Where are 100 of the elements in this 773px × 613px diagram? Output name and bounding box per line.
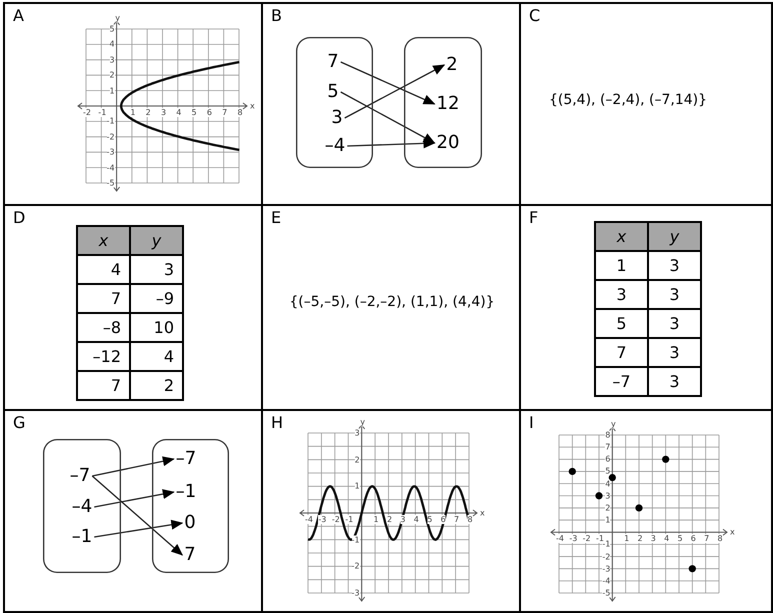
axis-label: x (480, 508, 485, 518)
tick-label: -2 (582, 534, 591, 544)
panel-letter: F (529, 209, 538, 227)
tick-label: 8 (605, 430, 610, 440)
column-header: x (595, 222, 648, 251)
arrow (94, 489, 175, 508)
table-cell: 3 (130, 255, 183, 284)
panel-card (3, 2, 263, 206)
tick-label: 8 (237, 108, 243, 117)
ordered-pair-set: {(–5,–5), (–2,–2), (1,1), (4,4)} (289, 294, 495, 310)
tick-label: 4 (605, 479, 610, 488)
tick-label: 1 (605, 516, 610, 525)
table-cell: –9 (130, 284, 183, 313)
tick-label: -4 (106, 163, 115, 172)
table-cell: 10 (130, 313, 183, 342)
tick-label: 2 (386, 515, 392, 524)
column-header: y (130, 226, 183, 255)
table-cell: 4 (130, 342, 183, 371)
tick-label: 5 (605, 466, 610, 476)
mapping-value: –4 (324, 136, 346, 156)
tick-label: 6 (206, 108, 212, 117)
axis-label: y (610, 420, 616, 428)
arrow (340, 61, 436, 105)
mapping-value: 0 (184, 513, 196, 533)
panel-letter: E (271, 209, 282, 227)
tick-label: 2 (637, 534, 643, 544)
table-cell: 3 (648, 280, 701, 309)
mapping-value: 7 (327, 52, 339, 72)
panel-letter: B (271, 7, 282, 25)
tick-label: 7 (605, 442, 610, 452)
tick-label: -1 (352, 535, 360, 544)
panel-letter: H (271, 414, 284, 432)
tick-label: -1 (106, 116, 115, 126)
tick-label: -5 (106, 178, 115, 188)
tick-label: -4 (556, 534, 564, 544)
mapping-value: 5 (327, 82, 339, 102)
mapping-value: 20 (436, 133, 460, 153)
tick-label: 5 (427, 515, 432, 524)
tick-label: 7 (222, 108, 228, 117)
tick-label: 1 (130, 108, 136, 117)
table-cell: 7 (77, 371, 130, 400)
tick-label: 7 (454, 515, 460, 524)
tick-label: -2 (83, 108, 91, 117)
tick-label: 8 (717, 534, 723, 544)
tick-label: 6 (690, 534, 696, 544)
panel-card (3, 409, 263, 613)
arrow (344, 64, 446, 119)
ordered-pair-set: {(5,4), (–2,4), (–7,14)} (548, 92, 708, 108)
tick-label: 6 (605, 454, 610, 464)
tick-label: 1 (110, 86, 115, 96)
tick-label: -3 (602, 564, 610, 574)
table-cell: 3 (648, 251, 701, 280)
panel-card (519, 2, 773, 206)
column-header: y (648, 222, 701, 251)
tick-label: 8 (467, 515, 473, 524)
table-cell: –8 (77, 313, 130, 342)
column-header: x (77, 226, 130, 255)
table-cell: 4 (77, 255, 130, 284)
tick-label: -3 (352, 588, 360, 598)
tick-label: 2 (146, 108, 151, 117)
tick-label: -2 (332, 515, 340, 524)
tick-label: -4 (602, 576, 610, 586)
tick-label: -1 (596, 534, 604, 544)
panel-letter: C (529, 7, 540, 25)
tick-label: -2 (106, 132, 115, 142)
tick-label: -2 (352, 562, 360, 571)
tick-label: 1 (624, 534, 630, 544)
tick-label: 4 (110, 40, 115, 49)
table-cell: 5 (595, 309, 648, 338)
axis-label: y (115, 14, 120, 22)
table-cell: 7 (77, 284, 130, 313)
tick-label: -3 (318, 515, 326, 524)
axis-label: x (250, 102, 255, 110)
tick-label: -3 (106, 148, 115, 157)
arrow (92, 456, 175, 477)
mapping-value: –7 (70, 466, 90, 486)
tick-label: 5 (192, 108, 197, 117)
axis-label: y (360, 418, 366, 426)
tick-label: 3 (110, 55, 115, 64)
tick-label: 3 (160, 108, 166, 117)
tick-label: 6 (440, 515, 446, 524)
tick-label: 3 (400, 515, 406, 524)
mapping-value: 12 (436, 94, 460, 114)
table-cell: 3 (648, 338, 701, 367)
tick-label: 3 (354, 428, 360, 438)
tick-label: 4 (664, 534, 670, 544)
tick-label: 5 (677, 534, 683, 544)
tick-label: 3 (650, 534, 656, 544)
table-cell: –12 (77, 342, 130, 371)
panel-letter: I (529, 414, 534, 432)
tick-label: 4 (414, 515, 419, 524)
mapping-value: 3 (331, 108, 343, 128)
mapping-value: –4 (72, 497, 92, 517)
tick-label: -1 (602, 540, 610, 549)
table-cell: 3 (648, 309, 701, 338)
tick-label: 4 (176, 108, 182, 117)
tick-label: 7 (704, 534, 710, 544)
tick-label: 3 (605, 491, 610, 500)
table-cell: 1 (595, 251, 648, 280)
table-cell: 3 (648, 367, 701, 396)
